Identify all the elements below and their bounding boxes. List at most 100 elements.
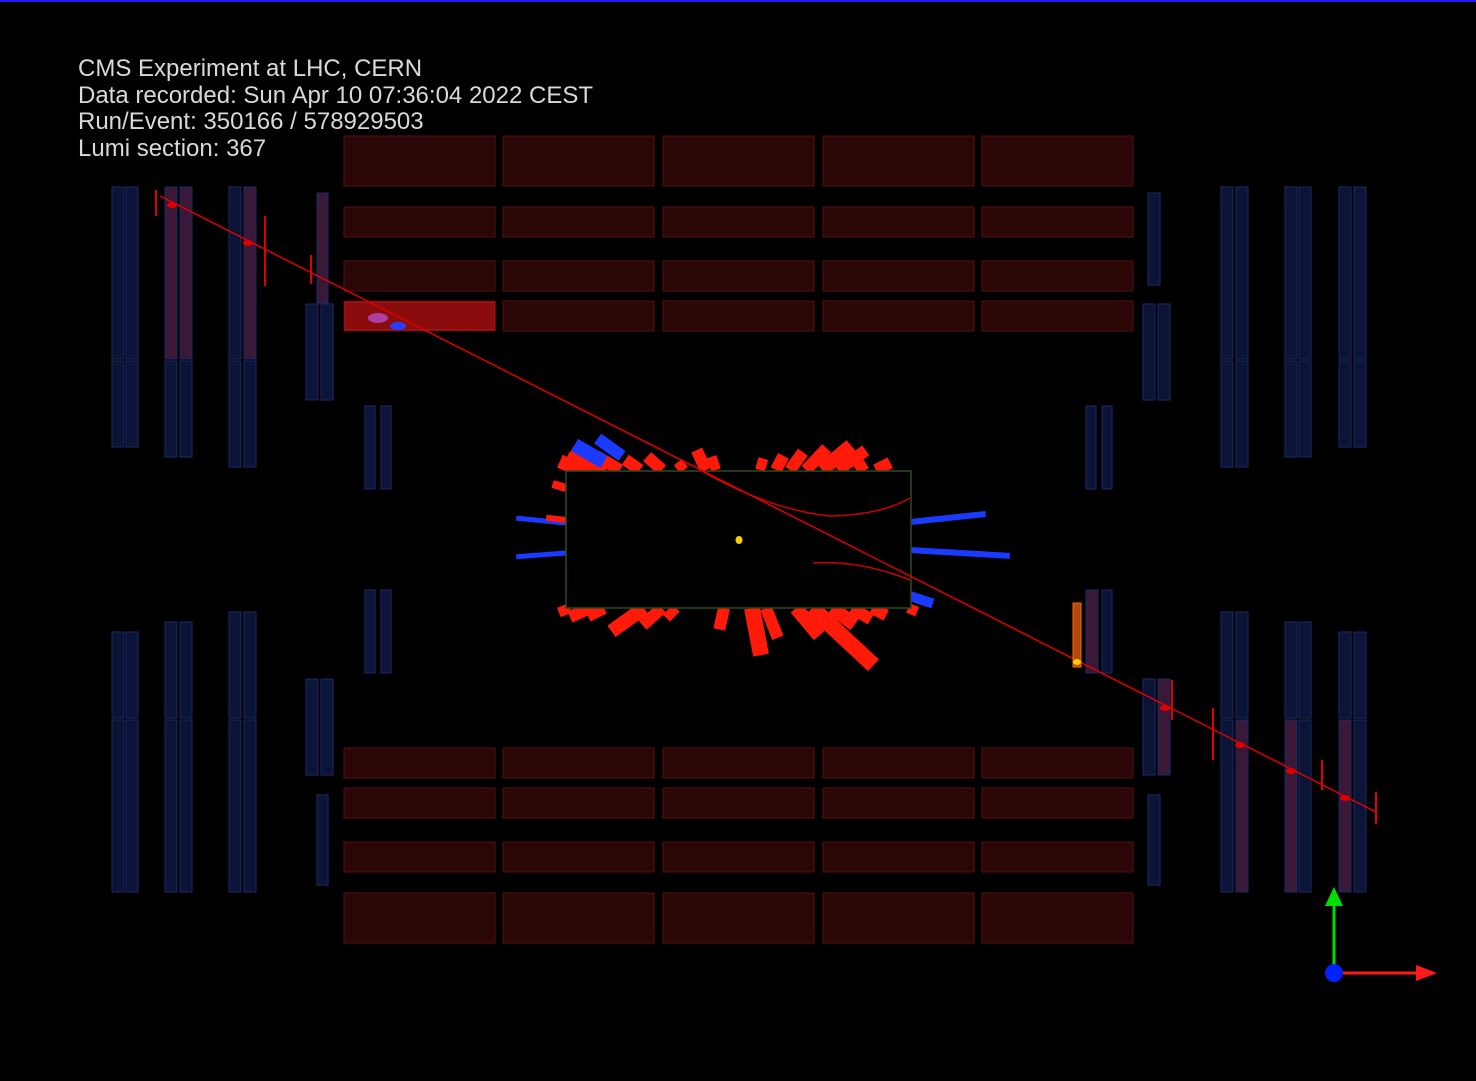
- muon-chamber: [243, 360, 257, 468]
- muon-chamber: [1284, 186, 1298, 360]
- calorimeter-block: [502, 206, 655, 238]
- muon-chamber: [1235, 186, 1249, 360]
- muon-chamber: [1298, 719, 1312, 893]
- energy-tower: [621, 454, 644, 475]
- primary-vertex: [735, 536, 743, 544]
- muon-hit-marker: [1286, 768, 1296, 774]
- calorimeter-block: [502, 135, 655, 187]
- muon-chamber: [1298, 621, 1312, 719]
- muon-chamber: [243, 611, 257, 719]
- calorimeter-block: [981, 747, 1134, 779]
- muon-chamber: [305, 303, 319, 401]
- muon-chamber: [1220, 611, 1234, 719]
- energy-tower: [817, 440, 856, 476]
- calorimeter-block: [343, 135, 496, 187]
- muon-hit-marker: [243, 240, 253, 246]
- muon-chamber: [1101, 589, 1113, 674]
- muon-chamber: [125, 360, 139, 448]
- muon-chamber: [1353, 360, 1367, 448]
- calorimeter-block: [981, 260, 1134, 292]
- calorimeter-block: [822, 747, 975, 779]
- muon-chamber: [179, 719, 193, 893]
- calorimeter-block: [822, 206, 975, 238]
- muon-chamber: [305, 678, 319, 776]
- muon-chamber: [1298, 360, 1312, 458]
- calorimeter-block: [662, 206, 815, 238]
- energy-tower: [571, 438, 608, 469]
- muon-chamber: [243, 719, 257, 893]
- calorimeter-block: [343, 841, 496, 873]
- calorimeter-block: [502, 892, 655, 944]
- energy-tower: [770, 453, 789, 473]
- muon-chamber: [125, 186, 139, 360]
- calorimeter-block: [502, 787, 655, 819]
- muon-chamber: [1147, 794, 1161, 886]
- calorimeter-block: [662, 135, 815, 187]
- muon-chamber: [111, 631, 125, 719]
- experiment-title: CMS Experiment at LHC, CERN: [78, 55, 423, 82]
- muon-chamber: [1235, 719, 1249, 893]
- energy-tower: [760, 605, 784, 640]
- muon-chamber: [243, 186, 257, 360]
- calorimeter-block: [343, 787, 496, 819]
- axis-gizmo-icon: [1325, 887, 1437, 982]
- muon-chamber: [1157, 678, 1171, 776]
- muon-chamber: [320, 678, 334, 776]
- muon-hit-segments: [155, 190, 1377, 824]
- calorimeter-blocks: [343, 135, 1134, 944]
- inner-track-lower: [812, 561, 911, 581]
- muon-chamber: [1338, 360, 1352, 448]
- muon-chambers: [111, 186, 1367, 893]
- calorimeter-block: [981, 892, 1134, 944]
- muon-chamber: [1338, 719, 1352, 893]
- calorimeter-block: [822, 787, 975, 819]
- energy-tower: [643, 452, 667, 475]
- muon-chamber: [1235, 360, 1249, 468]
- calorimeter-block: [662, 787, 815, 819]
- muon-chamber: [228, 360, 242, 468]
- calorimeter-block: [981, 206, 1134, 238]
- energy-tower: [638, 603, 666, 630]
- run-event-text: Run/Event: 350166 / 578929503: [78, 108, 424, 135]
- energy-tower: [673, 459, 688, 474]
- muon-chamber: [164, 186, 178, 360]
- muon-chamber: [111, 186, 125, 360]
- calorimeter-block: [822, 260, 975, 292]
- muon-chamber: [1235, 611, 1249, 719]
- muon-chamber: [111, 360, 125, 448]
- muon-chamber: [179, 186, 193, 360]
- calorimeter-block: [662, 892, 815, 944]
- calorimeter-block: [981, 841, 1134, 873]
- calorimeter-block: [662, 841, 815, 873]
- muon-hit-marker: [1235, 742, 1245, 748]
- energy-towers: [515, 433, 1011, 672]
- energy-tower: [755, 457, 769, 472]
- muon-hit-highlight: [1072, 602, 1082, 668]
- energy-tower: [551, 480, 568, 492]
- muon-chamber: [380, 405, 392, 490]
- muon-hit-marker: [368, 313, 388, 323]
- muon-chamber: [1284, 360, 1298, 458]
- muon-chamber: [1101, 405, 1113, 490]
- energy-tower: [691, 447, 712, 473]
- lumi-section-text: Lumi section: 367: [78, 134, 267, 162]
- muon-chamber: [1284, 719, 1298, 893]
- muon-chamber: [380, 589, 392, 674]
- muon-chamber: [125, 631, 139, 719]
- energy-tower: [706, 455, 721, 472]
- calorimeter-block: [343, 747, 496, 779]
- muon-chamber: [125, 719, 139, 893]
- energy-tower: [834, 445, 870, 475]
- calorimeter-block: [822, 892, 975, 944]
- energy-tower: [515, 515, 567, 526]
- energy-tower: [785, 448, 808, 474]
- muon-chamber: [1157, 303, 1171, 401]
- energy-tower: [790, 603, 825, 641]
- muon-hit-marker: [1073, 659, 1081, 665]
- energy-tower: [908, 591, 935, 609]
- muon-chamber: [1085, 405, 1097, 490]
- muon-chamber: [1220, 719, 1234, 893]
- energy-tower: [662, 604, 680, 622]
- calorimeter-block: [343, 260, 496, 292]
